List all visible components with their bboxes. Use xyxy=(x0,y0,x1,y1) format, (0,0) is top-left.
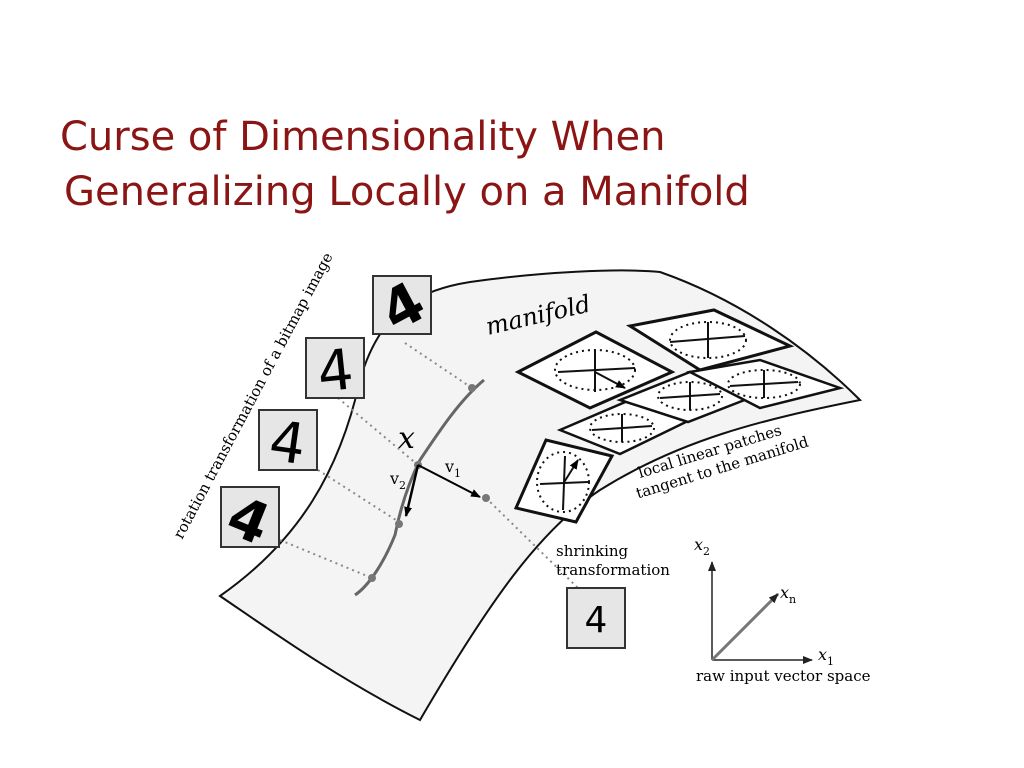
raw-input-caption: raw input vector space xyxy=(696,667,871,685)
xn-label: xn xyxy=(780,583,796,606)
patch xyxy=(686,358,845,410)
xn-axis xyxy=(710,592,780,662)
digit-glyph: 4 xyxy=(314,337,356,405)
tangent-patches xyxy=(513,308,845,524)
digit-box-4: 4 xyxy=(218,484,280,559)
v1-arrow xyxy=(417,464,481,498)
x1-label: x1 xyxy=(818,645,834,668)
shrink-label: shrinking transformation xyxy=(556,542,670,579)
digit-box-shrunk: 4 xyxy=(566,587,626,649)
x2-label: x2 xyxy=(694,535,710,558)
slide-title-line-1: Curse of Dimensionality When xyxy=(60,114,666,160)
digit-box-2: 4 xyxy=(305,337,365,406)
patch xyxy=(625,308,795,372)
digit-glyph: 4 xyxy=(585,600,608,641)
digit-box-3: 4 xyxy=(258,409,318,478)
v2-arrow xyxy=(404,464,420,517)
patch xyxy=(514,330,676,410)
digit-box-1: 4 xyxy=(371,269,436,345)
slide-title-line-2: Generalizing Locally on a Manifold xyxy=(64,169,750,215)
raw-input-axes: x2 xn x1 raw input vector space xyxy=(694,535,871,685)
v2-label: v2 xyxy=(389,469,406,492)
connector-lines xyxy=(279,342,581,591)
slide-title: Curse of Dimensionality When Generalizin… xyxy=(60,110,960,220)
point-x-label: x xyxy=(398,421,415,456)
curve-points xyxy=(368,384,490,582)
v1-label: v1 xyxy=(444,457,461,480)
patch xyxy=(513,438,615,524)
trajectory-curve xyxy=(354,378,485,597)
